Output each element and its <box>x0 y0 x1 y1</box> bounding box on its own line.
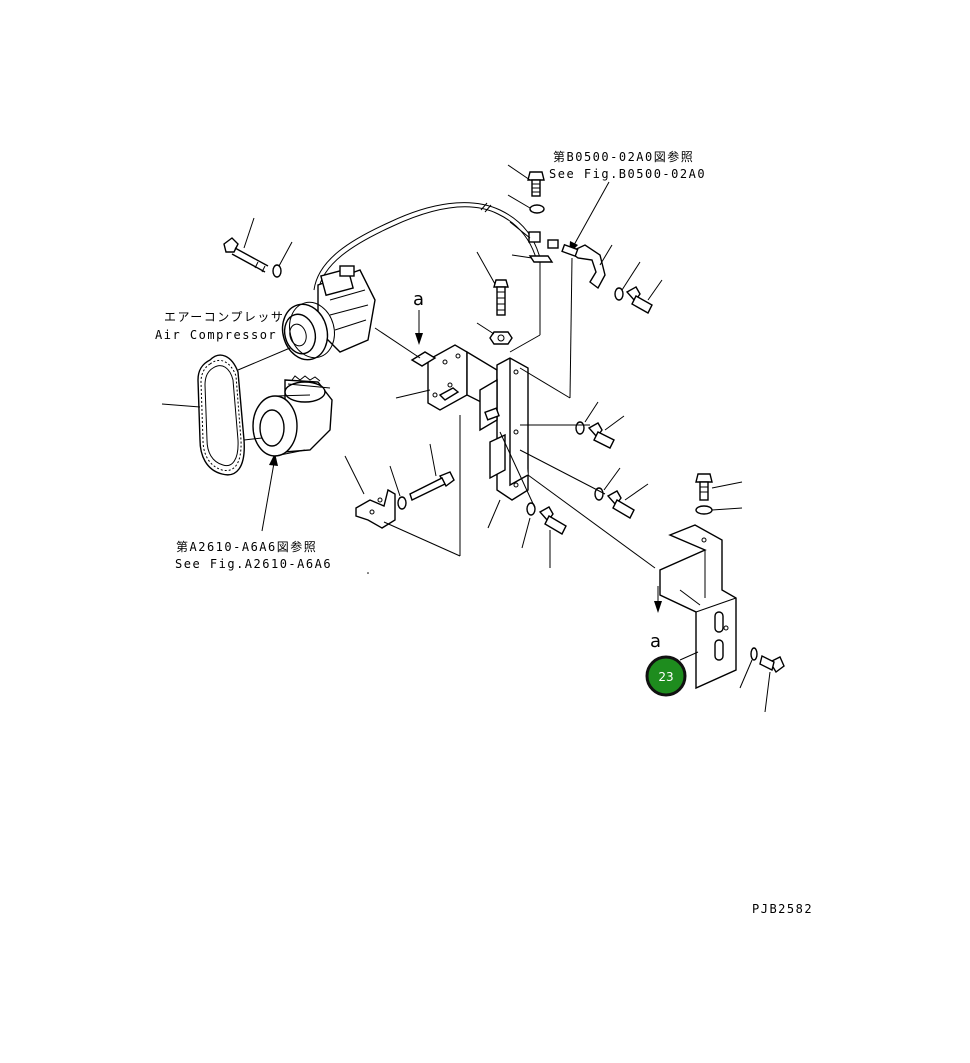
view-arrow-top <box>415 310 423 345</box>
air-compressor-label-en: Air Compressor <box>155 328 277 342</box>
callout-badge-circle <box>645 655 687 697</box>
ref-label-b0500-jp: 第B0500-02A0図参照 <box>553 149 694 164</box>
ref-arrow-b0500 <box>569 181 610 254</box>
ref-arrow-a2610 <box>261 453 278 532</box>
bolt-cover-top <box>695 473 713 515</box>
air-compressor <box>281 265 376 361</box>
bolt-long-left <box>223 237 282 278</box>
drive-pulley <box>252 375 333 457</box>
drawing-id: PJB2582 <box>752 902 813 916</box>
view-marker-a-top: a <box>413 289 424 310</box>
cover-plate <box>659 524 737 690</box>
callout-badge[interactable]: 23 <box>645 651 699 697</box>
ref-label-a2610-en: See Fig.A2610-A6A6 <box>175 557 332 571</box>
bolt-top-center <box>527 171 545 197</box>
callout-badge-number: 23 <box>658 670 673 684</box>
ref-label-b0500-en: See Fig.B0500-02A0 <box>549 167 706 181</box>
bolt-right-upper <box>614 286 653 314</box>
compressor-bracket <box>374 327 498 412</box>
vertical-bracket <box>479 357 529 501</box>
view-arrow-bottom <box>654 586 662 613</box>
air-compressor-label-jp: エアーコンプレッサ <box>164 310 284 324</box>
bolt-right-mid <box>575 421 615 449</box>
bolt-lower-left <box>409 471 455 501</box>
dot-mark <box>367 572 369 574</box>
bolt-cover-side <box>750 647 785 674</box>
bolt-vertical-center <box>489 279 513 345</box>
view-marker-a-bottom: a <box>650 631 661 652</box>
refrigerant-hose <box>313 202 541 291</box>
clip-top-2 <box>547 239 559 249</box>
leader-lines <box>161 164 771 713</box>
bolt-right-lower <box>594 487 635 519</box>
washer-top <box>529 204 545 214</box>
hose-clamp <box>561 243 606 290</box>
lower-left-bracket <box>355 488 407 529</box>
clip-top <box>528 231 541 243</box>
bolt-lower-center <box>526 502 567 535</box>
v-belt <box>197 354 245 476</box>
clamp-plate-top <box>528 255 554 263</box>
ref-label-a2610-jp: 第A2610-A6A6図参照 <box>176 539 317 554</box>
